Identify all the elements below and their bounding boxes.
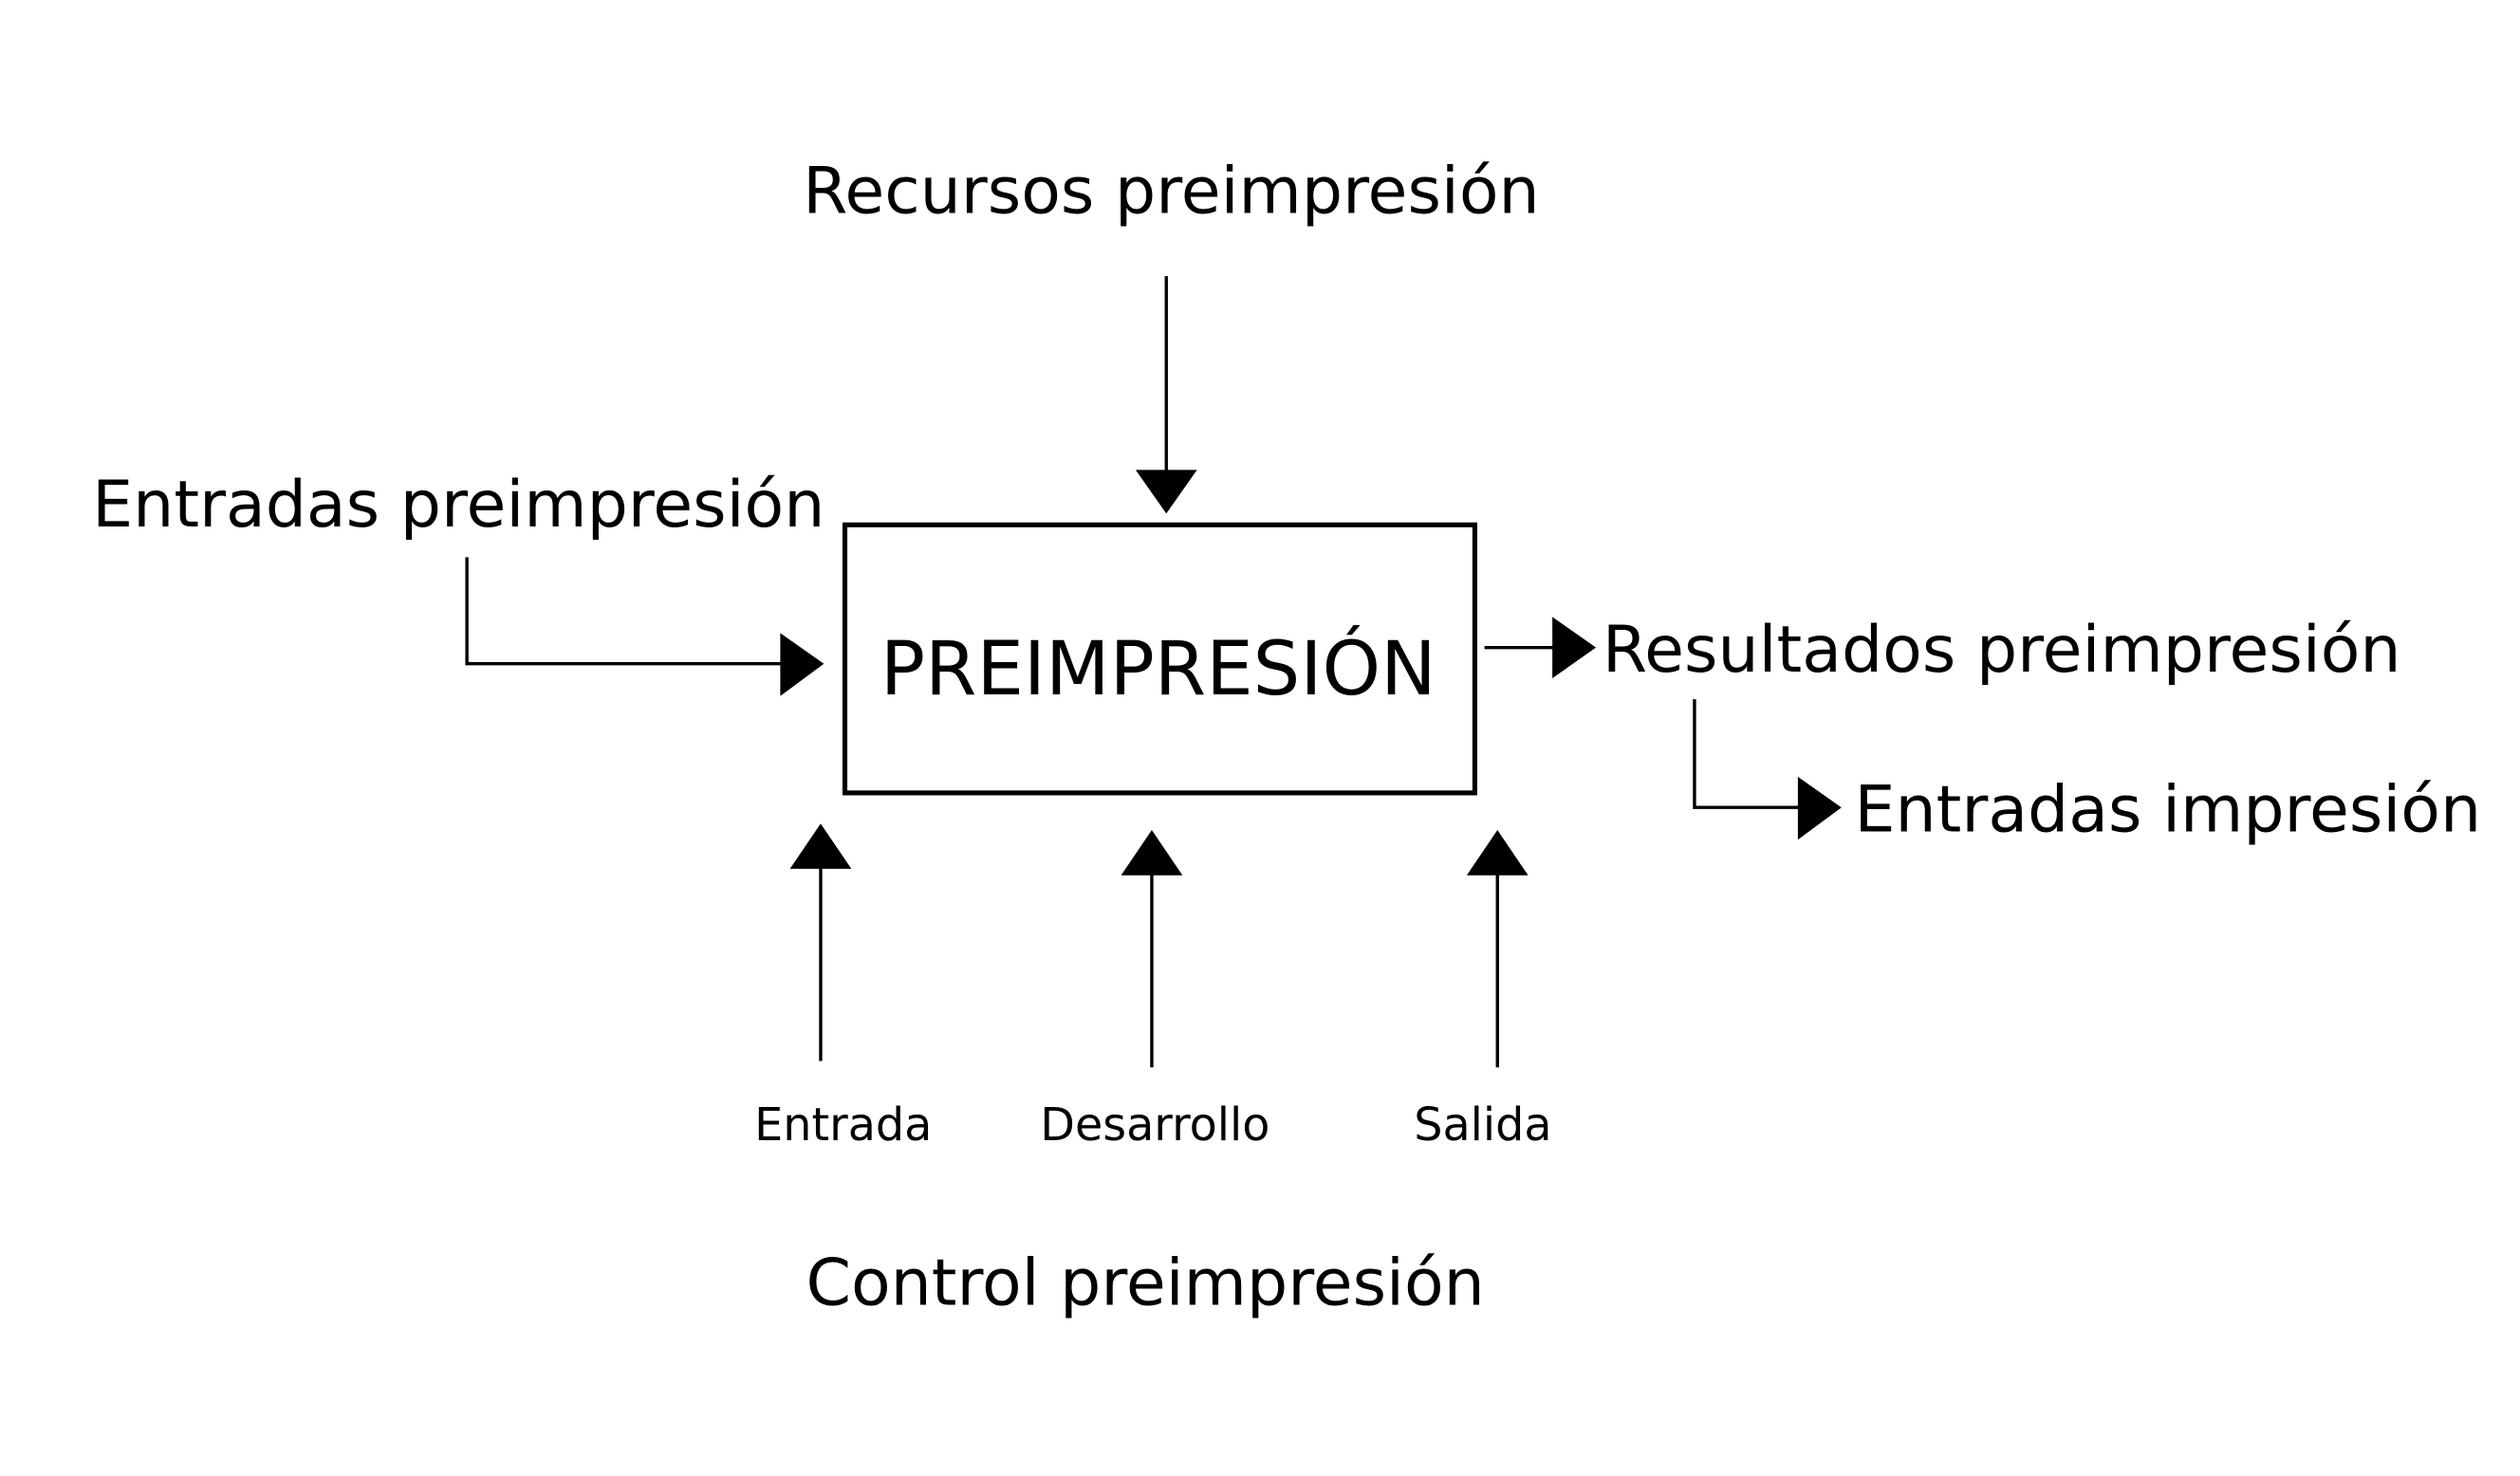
results-arrow-head — [1552, 617, 1597, 679]
print-inputs-label: Entradas impresión — [1854, 773, 2481, 848]
process-title: PREIMPRESIÓN — [880, 625, 1436, 712]
control-input-arrow-head — [789, 823, 852, 869]
control-input-label: Entrada — [754, 1099, 932, 1152]
process-box — [842, 522, 1477, 796]
inputs-label: Entradas preimpresión — [92, 468, 825, 543]
control-output-label: Salida — [1414, 1099, 1551, 1152]
resources-arrow-head — [1135, 470, 1197, 514]
control-development-label: Desarrollo — [1040, 1099, 1269, 1152]
print-inputs-arrow-line — [1693, 699, 1800, 809]
inputs-arrow-head — [780, 633, 825, 696]
inputs-arrow-line — [465, 557, 783, 666]
control-development-arrow-head — [1121, 830, 1183, 876]
control-title: Control preimpresión — [806, 1246, 1484, 1321]
print-inputs-arrow-head — [1797, 776, 1842, 840]
results-label: Resultados preimpresión — [1603, 613, 2401, 688]
resources-label: Recursos preimpresión — [803, 155, 1540, 230]
control-output-arrow-head — [1466, 830, 1529, 876]
